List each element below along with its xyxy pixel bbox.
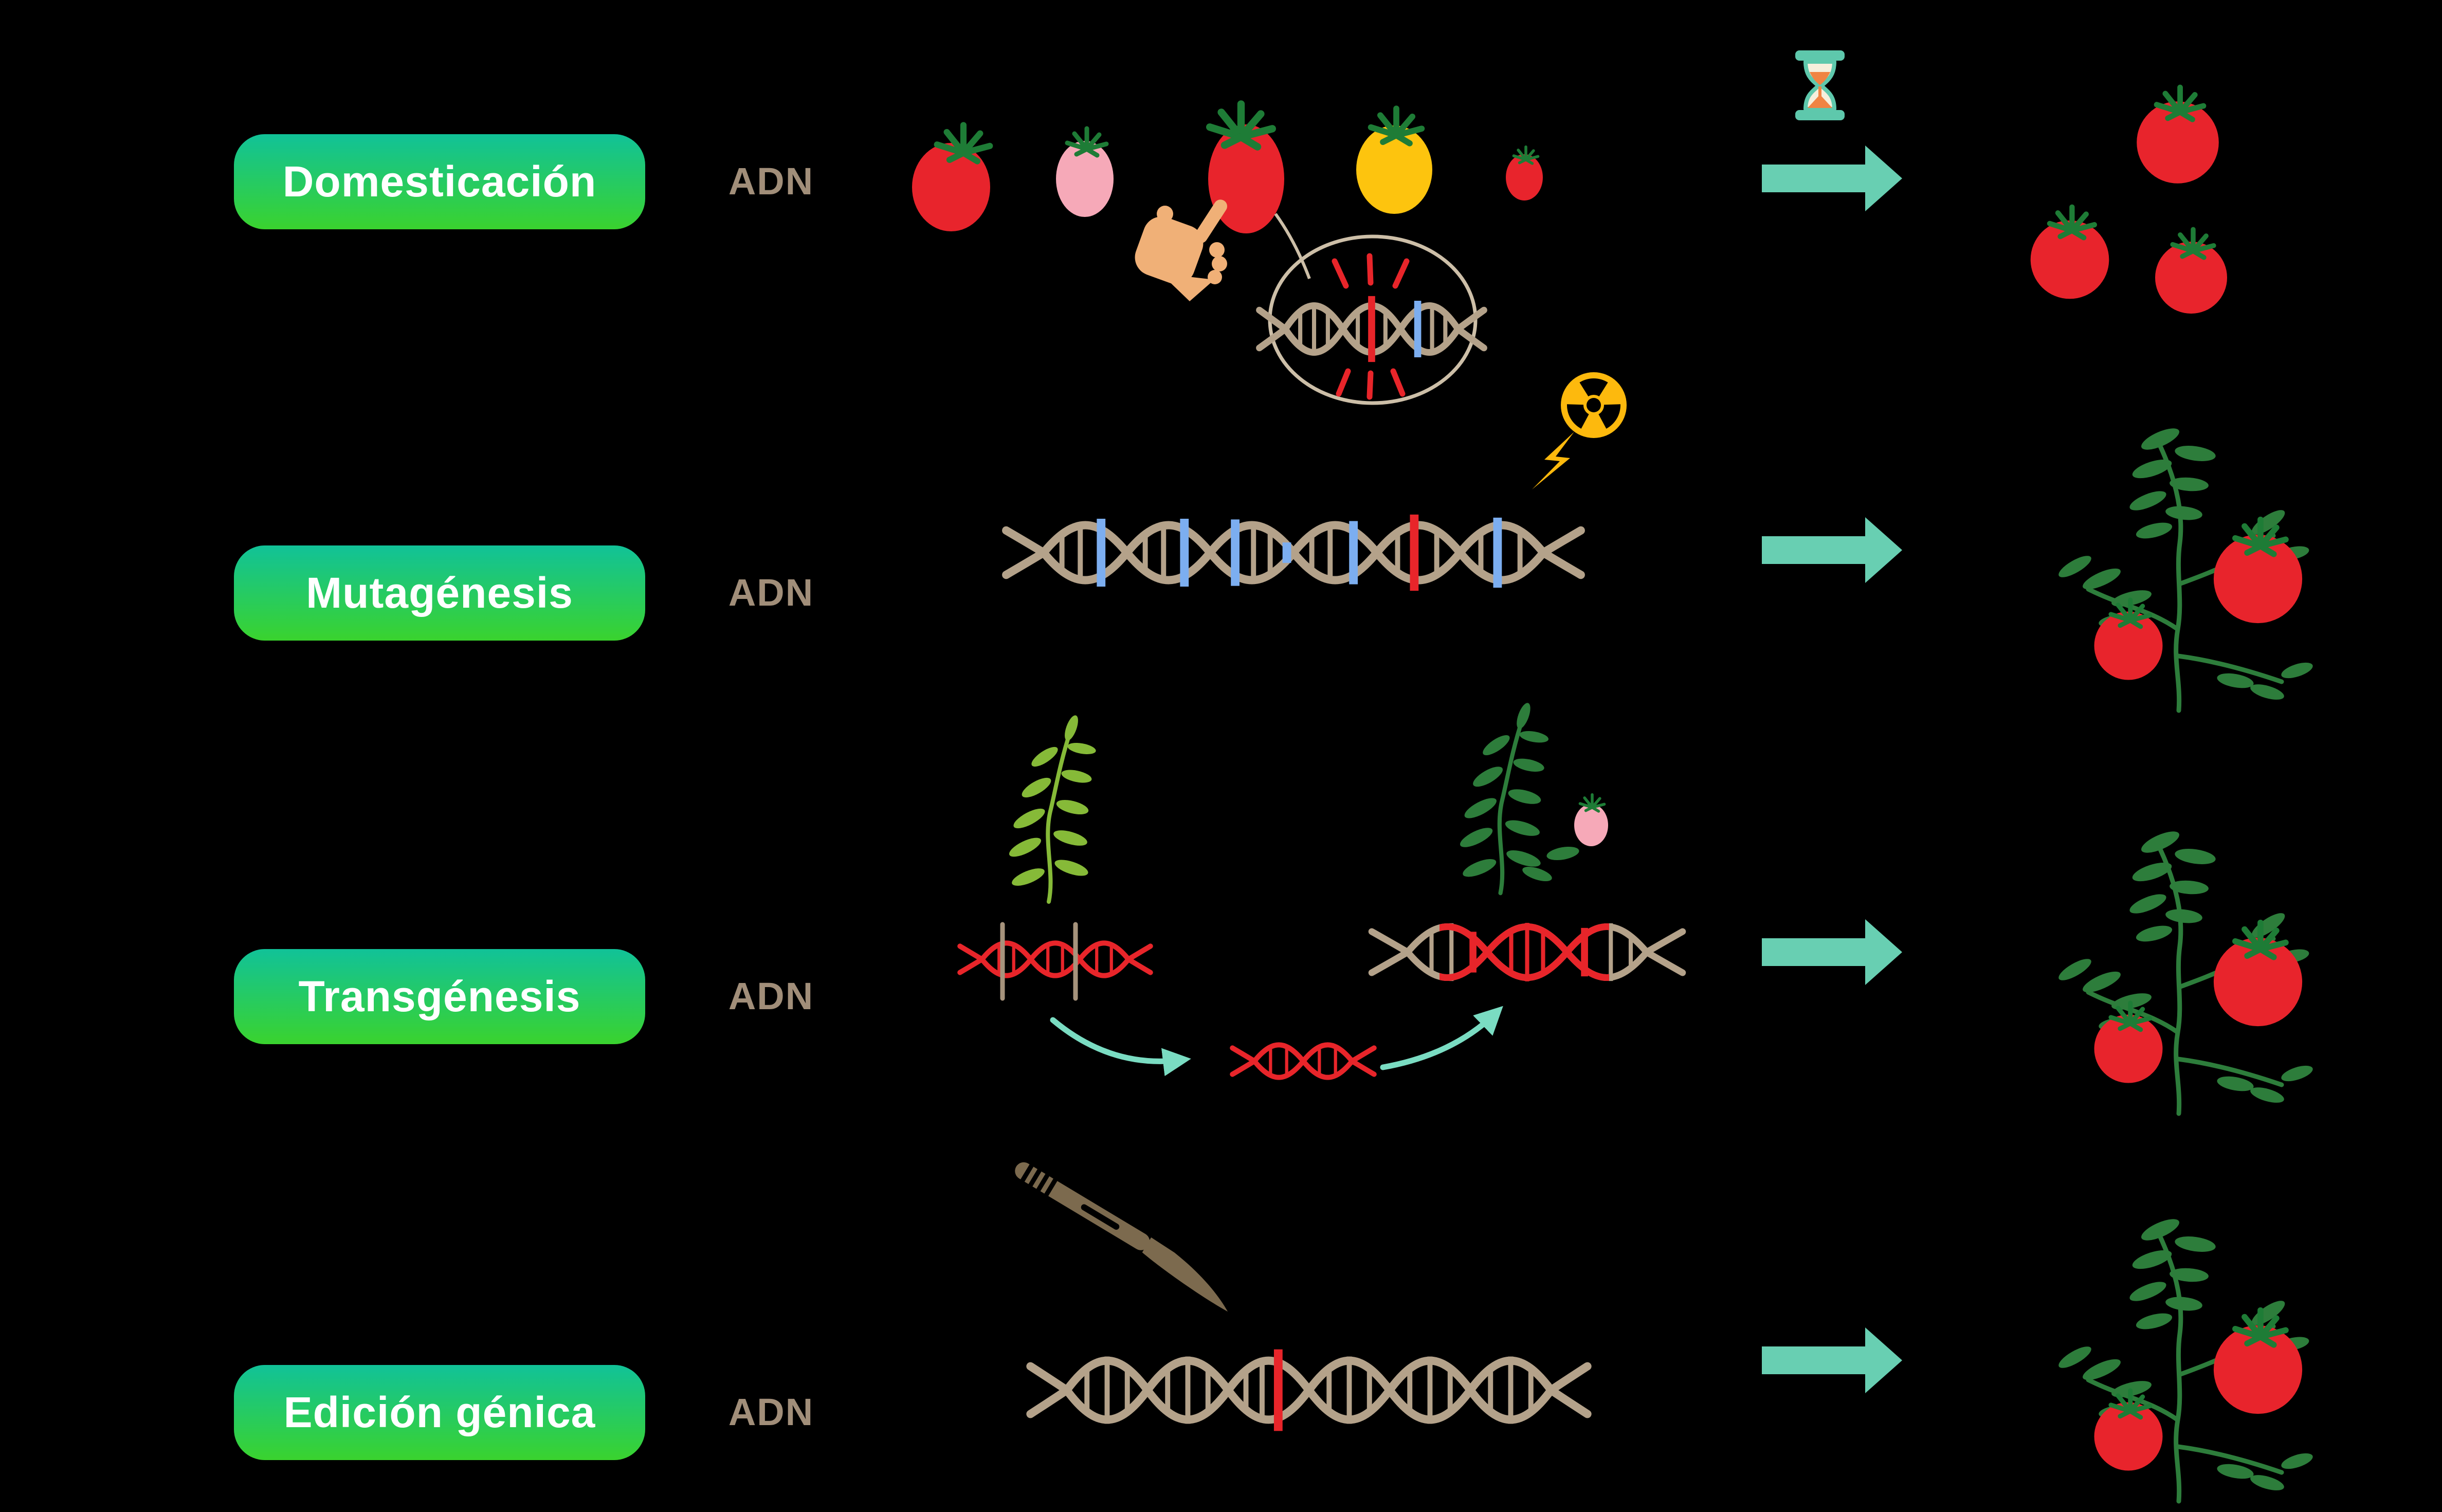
radiation-icon (1532, 372, 1627, 489)
result-tomato-plant (2056, 424, 2315, 711)
lightning-icon (1532, 432, 1574, 489)
label-text: Edición génica (283, 1388, 596, 1436)
tomato-variant-red-small (1506, 147, 1543, 201)
adn-label-domesticacion: ADN (728, 160, 814, 203)
result-tomatoes (2031, 87, 2227, 314)
label-domesticacion: Domesticación (234, 134, 645, 229)
arrow-right-icon (1762, 145, 1902, 211)
arrow-right-icon (1762, 1327, 1902, 1393)
tomato-variant-pink (1056, 129, 1114, 217)
row-domesticacion-illustration (912, 50, 2227, 405)
dna-helix-mutagenesis (1002, 514, 1585, 591)
host-plant (1457, 701, 1608, 893)
curved-arrow-icon (1050, 1017, 1191, 1077)
row-edicion-genica-illustration (1015, 1162, 2315, 1501)
hourglass-icon (1795, 50, 1845, 120)
arrow-right-icon (1762, 919, 1902, 985)
row-transgenesis-illustration (957, 701, 2315, 1114)
tomato-variant-red-round (912, 125, 990, 231)
label-edicion-genica: Edición génica (234, 1365, 645, 1460)
label-transgenesis: Transgénesis (234, 949, 645, 1044)
dna-helix-donor (957, 940, 1153, 978)
row-mutagenesis-illustration (1002, 372, 2315, 711)
label-text: Mutagénesis (306, 569, 573, 617)
adn-label-transgenesis: ADN (728, 975, 814, 1017)
hand-pointer-icon (1135, 199, 1228, 301)
mutation-emphasis-marks (1332, 253, 1410, 400)
label-text: Domesticación (282, 157, 597, 206)
tomato-variant-yellow (1356, 108, 1432, 214)
arrow-right-icon (1762, 517, 1902, 583)
donor-plant (1007, 714, 1097, 902)
label-mutagenesis: Mutagénesis (234, 545, 645, 641)
magnifier-connector-line (1274, 213, 1311, 280)
result-tomato-plant (2056, 1215, 2315, 1501)
dna-cut-lines (1000, 922, 1078, 1001)
adn-label-edicion-genica: ADN (728, 1391, 814, 1433)
adn-label-mutagenesis: ADN (728, 571, 814, 614)
scalpel-icon (1015, 1162, 1228, 1312)
dna-helix-host-insert (1439, 923, 1609, 981)
curved-arrow-icon (1380, 1006, 1503, 1070)
dna-fragment (1230, 1042, 1377, 1080)
pink-tomato (1574, 804, 1608, 846)
label-text: Transgénesis (298, 972, 581, 1021)
result-tomato-plant (2056, 827, 2315, 1114)
dna-helix-magnified (1256, 296, 1487, 362)
dna-helix-edited (1026, 1349, 1592, 1431)
